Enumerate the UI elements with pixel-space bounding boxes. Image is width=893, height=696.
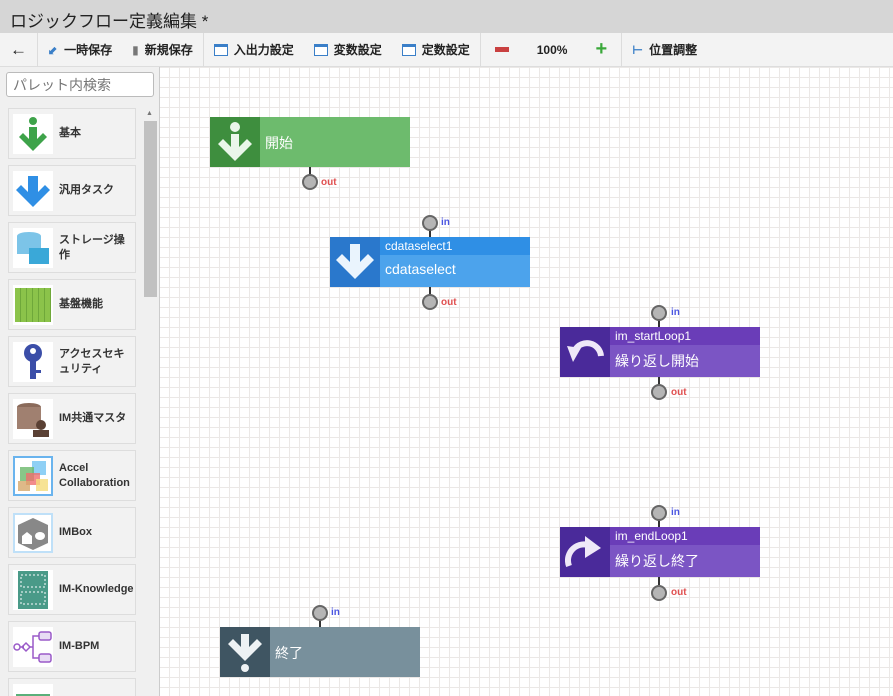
- palette-item-basic[interactable]: 基本: [8, 108, 136, 159]
- toolbar: ← ⬋ 一時保存 ▮ 新規保存 入出力設定 変数設定 定数設定 100% + ⊢ 位置…: [0, 32, 893, 67]
- loop-start-icon: [560, 327, 610, 377]
- port-label: in: [671, 507, 680, 518]
- palette-item-label: Accel Collaboration: [59, 461, 130, 489]
- const-settings-label: 定数設定: [421, 43, 470, 57]
- scrollbar-thumb[interactable]: [144, 121, 157, 297]
- palette-item-label: 汎用タスク: [59, 184, 114, 196]
- storage-icon: [13, 227, 53, 268]
- port-label: out: [441, 297, 457, 308]
- const-settings-button[interactable]: 定数設定: [392, 33, 480, 66]
- palette-item-label: IM-BPM: [59, 640, 100, 652]
- node-label: 開始: [265, 135, 293, 151]
- window-green-icon: [13, 683, 53, 696]
- port-label: in: [331, 607, 340, 618]
- start-out-port[interactable]: [302, 174, 318, 190]
- palette-item-im-bpm[interactable]: IM-BPM: [8, 621, 136, 672]
- port-label: out: [671, 587, 687, 598]
- zoom-out-button[interactable]: [481, 33, 523, 66]
- plus-icon: +: [595, 38, 608, 60]
- temp-save-button[interactable]: ⬋ 一時保存: [38, 33, 122, 66]
- palette-item-label: ストレージ操作: [59, 233, 125, 261]
- node-name: im_endLoop1: [610, 527, 760, 545]
- palette-item-general-task[interactable]: 汎用タスク: [8, 165, 136, 216]
- end-node[interactable]: 終了: [220, 627, 420, 677]
- palette-item-label: IM-Knowledge: [59, 583, 134, 595]
- node-label: 終了: [275, 645, 303, 661]
- minus-icon: [494, 47, 509, 52]
- palette-item-platform[interactable]: 基盤機能: [8, 279, 136, 330]
- end-icon: [220, 627, 270, 677]
- palette-item-label: IMBox: [59, 526, 92, 538]
- node-name: im_startLoop1: [610, 327, 760, 345]
- collaboration-icon: [13, 455, 53, 496]
- new-save-button[interactable]: ▮ 新規保存: [122, 33, 203, 66]
- cdata-in-port[interactable]: [422, 215, 438, 231]
- bookshelf-icon: [13, 569, 53, 610]
- var-settings-label: 変数設定: [333, 43, 382, 57]
- back-arrow-icon: ←: [10, 39, 27, 59]
- back-button[interactable]: ←: [0, 33, 37, 66]
- node-label: 繰り返し開始: [610, 345, 760, 377]
- io-settings-button[interactable]: 入出力設定: [204, 33, 304, 66]
- palette-item-label: 基盤機能: [59, 298, 103, 310]
- basic-icon: [13, 113, 53, 154]
- palette-item-access-security[interactable]: アクセスセキュリティ: [8, 336, 136, 387]
- window-icon: [213, 43, 228, 56]
- flow-canvas[interactable]: [160, 67, 893, 696]
- io-settings-label: 入出力設定: [233, 43, 294, 57]
- node-label: cdataselect: [380, 255, 530, 287]
- palette-item-label: IM共通マスタ: [59, 412, 127, 424]
- palette-search-input[interactable]: [6, 72, 154, 97]
- start-icon: [210, 117, 260, 167]
- bpm-flow-icon: [13, 626, 53, 667]
- node-label: 繰り返し終了: [610, 545, 760, 577]
- task-arrow-icon: [13, 170, 53, 211]
- loop-end-icon: [560, 527, 610, 577]
- layout-icon: ⊢: [632, 42, 644, 57]
- endloop-out-port[interactable]: [651, 585, 667, 601]
- node-name: cdataselect1: [380, 237, 530, 255]
- layout-adjust-button[interactable]: ⊢ 位置調整: [622, 33, 707, 66]
- var-settings-button[interactable]: 変数設定: [304, 33, 392, 66]
- palette-item-storage[interactable]: ストレージ操作: [8, 222, 136, 273]
- palette-item-im-knowledge[interactable]: IM-Knowledge: [8, 564, 136, 615]
- palette-item-label: アクセスセキュリティ: [59, 347, 125, 375]
- zoom-level: 100%: [536, 42, 568, 57]
- window-icon: [401, 43, 416, 56]
- palette-item-common-master[interactable]: IM共通マスタ: [8, 393, 136, 444]
- end-in-port[interactable]: [312, 605, 328, 621]
- temp-save-label: 一時保存: [64, 43, 113, 57]
- palette-item-accel-collaboration[interactable]: Accel Collaboration: [8, 450, 136, 501]
- port-label: in: [441, 217, 450, 228]
- startloop-in-port[interactable]: [651, 305, 667, 321]
- port-label: out: [671, 387, 687, 398]
- task-arrow-icon: [330, 237, 380, 287]
- master-icon: [13, 398, 53, 439]
- cdata-out-port[interactable]: [422, 294, 438, 310]
- window-title: ロジックフロー定義編集 *: [0, 0, 893, 33]
- layout-label: 位置調整: [649, 43, 698, 57]
- key-icon: [13, 341, 53, 382]
- port-label: in: [671, 307, 680, 318]
- palette-item-more[interactable]: [8, 678, 136, 696]
- temp-save-icon: ⬋: [48, 42, 59, 57]
- new-save-label: 新規保存: [144, 43, 193, 57]
- new-save-icon: ▮: [132, 42, 139, 57]
- startloop-out-port[interactable]: [651, 384, 667, 400]
- palette-sidebar: 基本 汎用タスク ストレージ操作 基盤機能 アクセスセキュリティ IM共通マスタ…: [0, 67, 160, 696]
- zoom-in-button[interactable]: +: [581, 33, 621, 66]
- sidebar-scrollbar[interactable]: ▲: [142, 107, 158, 696]
- endloop-in-port[interactable]: [651, 505, 667, 521]
- palette-item-label: 基本: [59, 127, 81, 139]
- window-icon: [313, 43, 328, 56]
- port-label: out: [321, 177, 337, 188]
- box-icon: [13, 512, 53, 553]
- start-node[interactable]: 開始: [210, 117, 410, 167]
- platform-icon: [13, 284, 53, 325]
- palette-item-imbox[interactable]: IMBox: [8, 507, 136, 558]
